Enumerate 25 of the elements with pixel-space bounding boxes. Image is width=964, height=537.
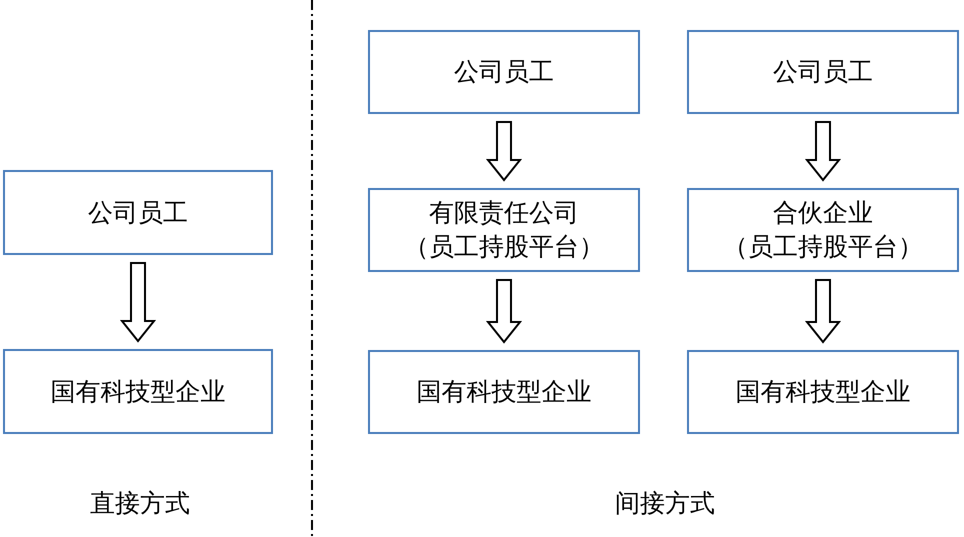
process-box [368,350,640,434]
process-box [687,188,959,272]
block-arrow [804,121,842,182]
process-box [687,30,959,114]
box-text: 国有科技型企业 [416,376,592,408]
block-arrow [486,279,522,344]
box-text: 公司员工 [773,56,873,88]
box-text: 有限责任公司 [429,197,579,230]
block-arrow [804,279,842,344]
block-arrow [486,121,522,182]
block-arrow [120,262,156,343]
caption-text: 间接方式 [615,488,715,520]
box-text: （员工持股平台） [723,231,923,263]
caption-text: 直接方式 [90,488,190,520]
process-box [3,170,273,255]
box-text: 国有科技型企业 [50,376,226,408]
box-text: 公司员工 [454,56,554,88]
process-box [368,30,640,114]
process-box [3,349,273,434]
process-box [687,350,959,434]
box-text: （员工持股平台） [404,231,604,263]
box-text: 合伙企业 [773,197,873,230]
box-text: 国有科技型企业 [736,376,910,408]
box-text: 公司员工 [88,196,188,229]
process-box [368,188,640,272]
